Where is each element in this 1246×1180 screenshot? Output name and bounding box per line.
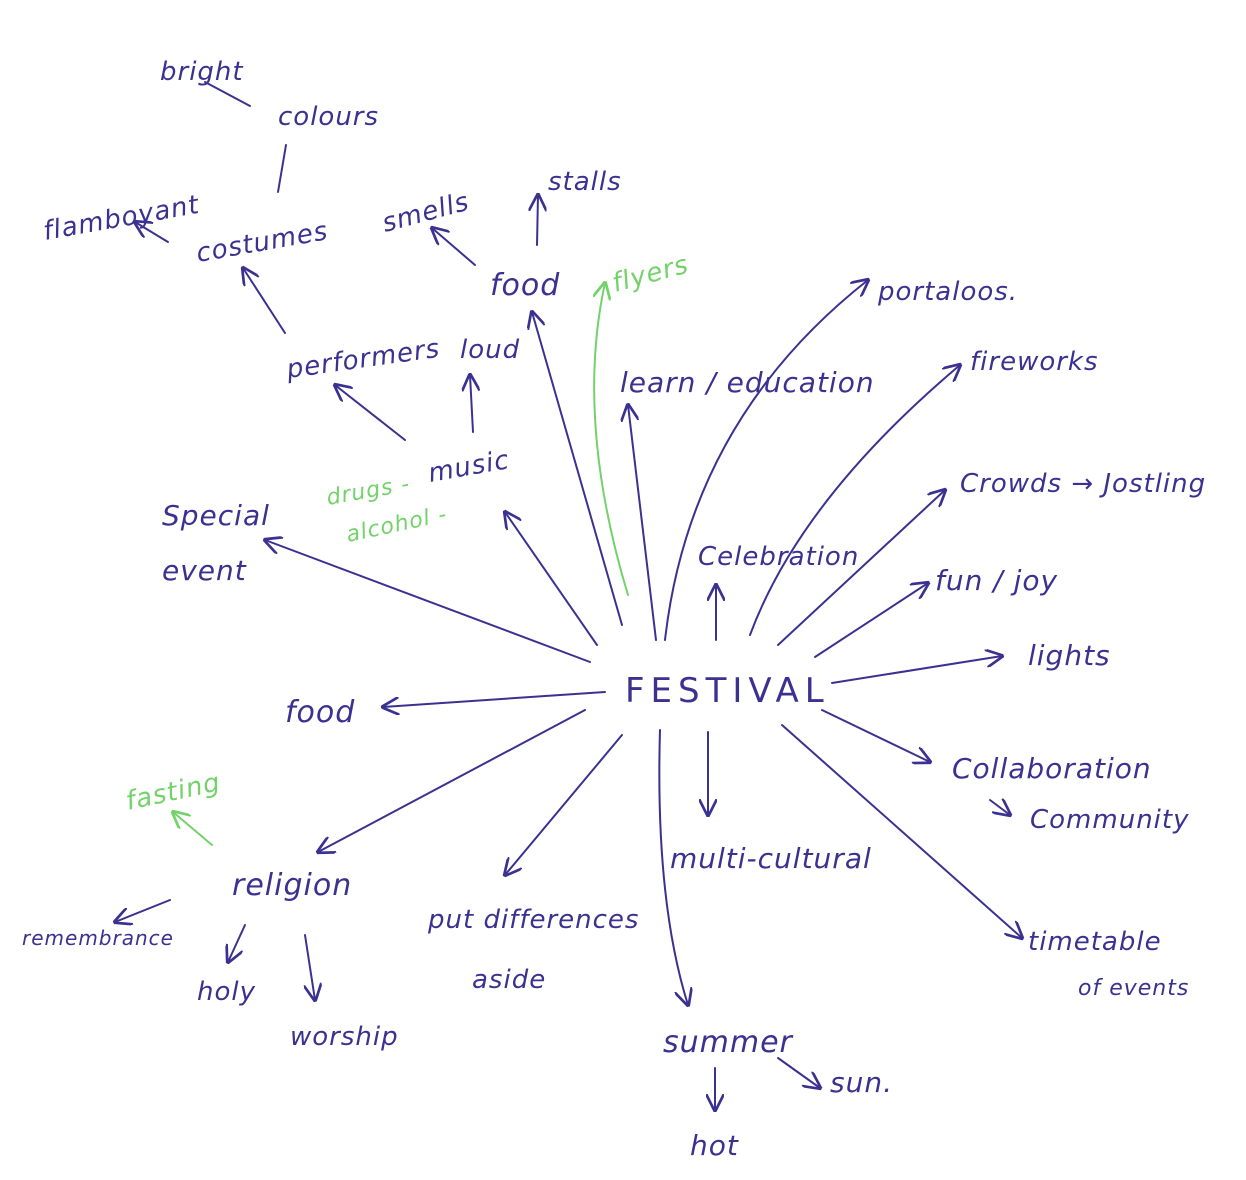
- node-summer: summer: [663, 1025, 794, 1060]
- node-remembrance: remembrance: [22, 926, 174, 950]
- node-aside: aside: [472, 965, 546, 995]
- node-crowds-jostling: Crowds → Jostling: [960, 469, 1206, 499]
- node-fasting: fasting: [123, 768, 223, 817]
- node-celebration: Celebration: [698, 542, 859, 572]
- node-stalls: stalls: [548, 167, 622, 197]
- node-alcohol: alcohol -: [344, 502, 450, 548]
- node-put-differences: put differences: [427, 905, 639, 935]
- node-multi-cultural: multi-cultural: [670, 842, 872, 875]
- node-costumes: costumes: [194, 216, 330, 269]
- node-flamboyant: flamboyant: [41, 190, 202, 247]
- node-food-top: food: [490, 268, 560, 303]
- node-portaloos: portaloos.: [877, 277, 1018, 307]
- node-drugs: drugs -: [325, 472, 412, 511]
- node-special: Special: [162, 499, 270, 532]
- node-flyers: flyers: [609, 250, 692, 299]
- node-community: Community: [1030, 805, 1189, 835]
- node-timetable: timetable: [1028, 927, 1162, 957]
- node-bright: bright: [160, 57, 244, 87]
- node-event: event: [162, 554, 247, 587]
- node-worship: worship: [290, 1022, 399, 1052]
- node-food-left: food: [285, 695, 355, 730]
- connectors: [115, 81, 1022, 1110]
- node-hot: hot: [690, 1129, 739, 1162]
- node-collaboration: Collaboration: [952, 752, 1152, 785]
- node-performers: performers: [284, 334, 442, 385]
- center-node: FESTIVAL: [625, 671, 830, 711]
- node-religion: religion: [232, 868, 352, 903]
- node-colours: colours: [278, 102, 379, 132]
- node-music: music: [426, 445, 512, 489]
- node-loud: loud: [460, 335, 520, 365]
- node-sun: sun.: [830, 1066, 893, 1099]
- node-fireworks: fireworks: [970, 347, 1099, 377]
- node-holy: holy: [197, 977, 256, 1007]
- node-of-events: of events: [1078, 976, 1189, 1001]
- node-lights: lights: [1028, 639, 1111, 672]
- node-fun-joy: fun / joy: [935, 564, 1058, 597]
- node-learn-education: learn / education: [620, 366, 875, 399]
- node-smells: smells: [379, 187, 473, 239]
